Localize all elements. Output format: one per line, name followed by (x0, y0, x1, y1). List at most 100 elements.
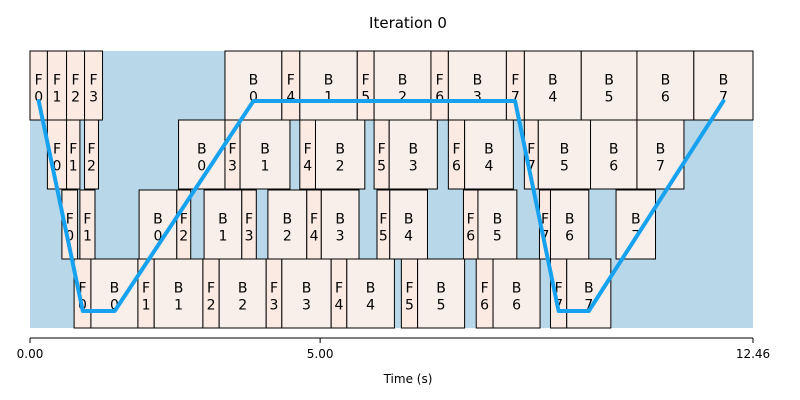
block-id-label: 1 (142, 298, 151, 314)
block-kind-label: B (631, 212, 641, 228)
block-rect (153, 258, 204, 329)
block-b6-lane1: B6 (590, 119, 638, 190)
block-f4-lane0: F4 (281, 50, 301, 121)
x-tick-label: 0.00 (17, 347, 44, 361)
block-id-label: 0 (34, 90, 43, 106)
block-kind-label: B (473, 73, 483, 89)
block-kind-label: F (207, 281, 215, 297)
block-b7-lane2: B7 (615, 189, 657, 260)
block-id-label: 4 (310, 229, 319, 245)
block-rect (636, 50, 695, 121)
block-id-label: 6 (512, 298, 521, 314)
block-rect (693, 50, 754, 121)
block-rect (389, 189, 428, 260)
block-kind-label: B (604, 73, 614, 89)
block-kind-label: F (452, 142, 460, 158)
block-id-label: 4 (548, 90, 557, 106)
block-b1-lane1: B1 (239, 119, 291, 190)
block-kind-label: F (142, 281, 150, 297)
block-id-label: 5 (379, 229, 388, 245)
block-id-label: 0 (153, 229, 162, 245)
block-b7-lane0: B7 (693, 50, 754, 121)
block-f2-lane3: F2 (202, 258, 220, 329)
block-id-label: 0 (65, 229, 74, 245)
plot-area: F0F1F2F3B0F4B1F5B2F6B3F7B4B5B6B7F0F1F2B0… (17, 50, 770, 361)
block-b4-lane3: B4 (346, 258, 395, 329)
block-kind-label: F (83, 212, 91, 228)
block-rect (464, 119, 514, 190)
block-kind-label: F (304, 142, 312, 158)
block-id-label: 4 (404, 229, 413, 245)
block-id-label: 6 (435, 90, 444, 106)
block-f3-lane2: F3 (241, 189, 257, 260)
block-id-label: 2 (336, 159, 345, 175)
block-id-label: 6 (452, 159, 461, 175)
block-id-label: 3 (245, 229, 254, 245)
block-id-label: 1 (69, 159, 78, 175)
block-f7-lane3: F7 (549, 258, 568, 329)
block-id-label: 2 (398, 90, 407, 106)
block-id-label: 2 (179, 229, 188, 245)
block-rect (580, 50, 638, 121)
block-f1-lane2: F1 (79, 189, 96, 260)
block-kind-label: B (260, 142, 270, 158)
block-id-label: 3 (302, 298, 311, 314)
block-id-label: 6 (466, 229, 475, 245)
block-f6-lane0: F6 (430, 50, 449, 121)
block-kind-label: F (245, 212, 253, 228)
block-b5-lane0: B5 (580, 50, 638, 121)
block-id-label: 3 (270, 298, 279, 314)
block-id-label: 6 (480, 298, 489, 314)
block-kind-label: F (87, 142, 95, 158)
block-rect (492, 258, 541, 329)
block-rect (417, 258, 466, 329)
block-kind-label: F (378, 142, 386, 158)
x-tick-label: 5.00 (307, 347, 334, 361)
block-b3-lane0: B3 (447, 50, 507, 121)
block-kind-label: F (467, 212, 475, 228)
block-rect (66, 119, 81, 190)
block-b4-lane1: B4 (464, 119, 514, 190)
block-kind-label: F (270, 281, 278, 297)
block-f3-lane3: F3 (265, 258, 283, 329)
block-id-label: 5 (493, 229, 502, 245)
block-id-label: 3 (409, 159, 418, 175)
block-kind-label: B (548, 73, 558, 89)
block-f3-lane0: F3 (84, 50, 104, 121)
block-id-label: 1 (218, 229, 227, 245)
block-kind-label: F (310, 212, 318, 228)
block-b4-lane0: B4 (523, 50, 582, 121)
block-kind-label: F (66, 212, 74, 228)
block-kind-label: F (35, 73, 43, 89)
block-kind-label: F (228, 142, 236, 158)
block-rect (388, 119, 438, 190)
block-id-label: 1 (53, 90, 62, 106)
block-id-label: 7 (584, 298, 593, 314)
block-id-label: 7 (719, 90, 728, 106)
block-kind-label: F (527, 142, 535, 158)
block-kind-label: B (324, 73, 334, 89)
block-rect (615, 189, 657, 260)
block-kind-label: B (609, 142, 619, 158)
block-id-label: 6 (661, 90, 670, 106)
block-kind-label: B (366, 281, 376, 297)
block-id-label: 0 (197, 159, 206, 175)
block-rect (447, 50, 507, 121)
block-kind-label: F (53, 142, 61, 158)
block-f5-lane1: F5 (373, 119, 390, 190)
block-id-label: 1 (261, 159, 270, 175)
block-f4-lane1: F4 (299, 119, 316, 190)
block-kind-label: B (493, 212, 503, 228)
block-b5-lane1: B5 (537, 119, 592, 190)
block-kind-label: F (511, 73, 519, 89)
block-kind-label: B (408, 142, 418, 158)
block-rect (314, 119, 366, 190)
block-id-label: 5 (361, 90, 370, 106)
block-b2-lane2: B2 (267, 189, 308, 260)
block-kind-label: F (287, 73, 295, 89)
block-rect (590, 119, 638, 190)
block-id-label: 7 (656, 159, 665, 175)
block-b3-lane1: B3 (388, 119, 438, 190)
block-id-label: 0 (110, 298, 119, 314)
x-axis-label: Time (s) (383, 372, 433, 386)
